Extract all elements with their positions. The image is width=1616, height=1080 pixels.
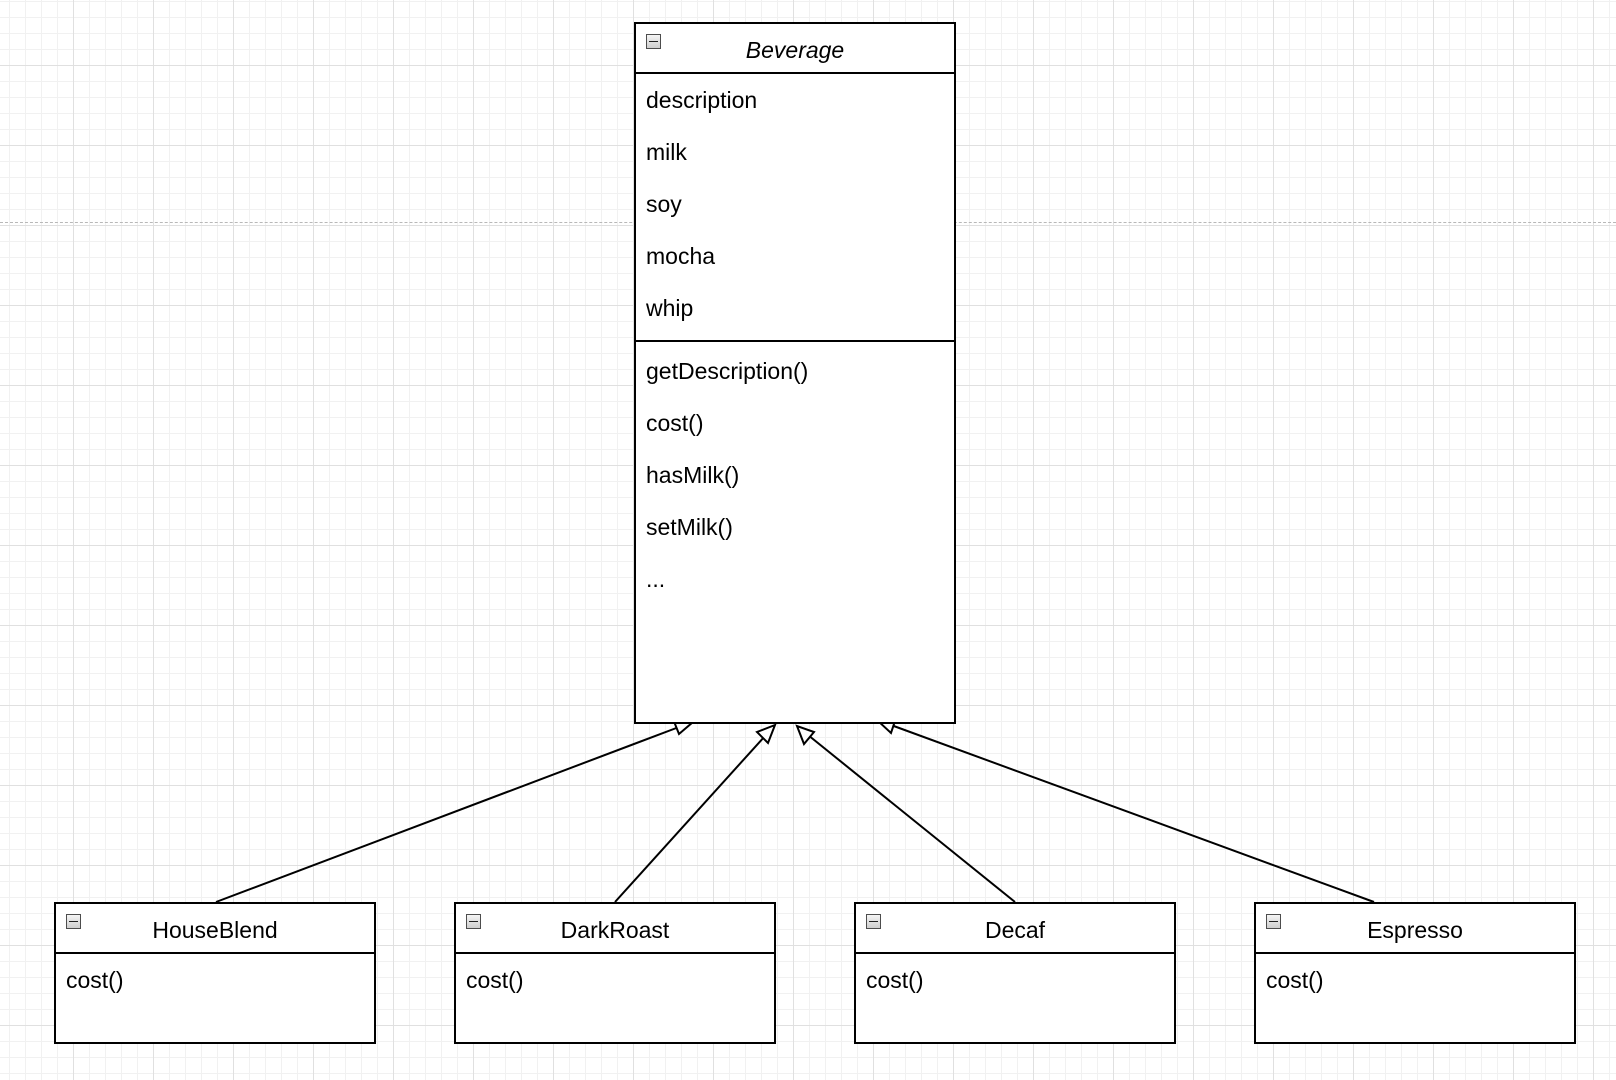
operations-section[interactable]: cost()	[456, 954, 774, 1006]
collapse-icon[interactable]	[866, 914, 881, 929]
operations-section[interactable]: cost()	[1256, 954, 1574, 1006]
operation-ellipsis[interactable]: ...	[646, 566, 666, 592]
espresso-class[interactable]: Espresso cost()	[1254, 902, 1576, 1044]
operations-section[interactable]: cost()	[856, 954, 1174, 1006]
class-name: Decaf	[984, 917, 1046, 943]
operation-cost[interactable]: cost()	[1266, 967, 1324, 993]
decaf-class-header[interactable]: Decaf	[856, 904, 1174, 954]
operations-section[interactable]: getDescription() cost() hasMilk() setMil…	[636, 342, 954, 610]
beverage-class[interactable]: Beverage description milk soy mocha whip…	[634, 22, 956, 724]
houseblend-class-header[interactable]: HouseBlend	[56, 904, 374, 954]
operation-cost[interactable]: cost()	[866, 967, 924, 993]
attribute-soy[interactable]: soy	[646, 191, 682, 217]
operation-setmilk[interactable]: setMilk()	[646, 514, 733, 540]
class-name: HouseBlend	[152, 917, 278, 943]
attributes-section[interactable]: description milk soy mocha whip	[636, 74, 954, 342]
attribute-description[interactable]: description	[646, 87, 758, 113]
class-name: Espresso	[1367, 917, 1463, 943]
class-name: DarkRoast	[560, 917, 670, 943]
operation-cost[interactable]: cost()	[646, 410, 704, 436]
attribute-mocha[interactable]: mocha	[646, 243, 716, 269]
decaf-class[interactable]: Decaf cost()	[854, 902, 1176, 1044]
houseblend-class[interactable]: HouseBlend cost()	[54, 902, 376, 1044]
operations-section[interactable]: cost()	[56, 954, 374, 1006]
collapse-icon[interactable]	[66, 914, 81, 929]
generalization-decaf[interactable]	[795, 724, 1016, 903]
operation-getdescription[interactable]: getDescription()	[646, 358, 809, 384]
darkroast-class[interactable]: DarkRoast cost()	[454, 902, 776, 1044]
attribute-whip[interactable]: whip	[646, 295, 694, 321]
espresso-class-header[interactable]: Espresso	[1256, 904, 1574, 954]
operation-cost[interactable]: cost()	[466, 967, 524, 993]
generalization-espresso[interactable]	[874, 716, 1375, 903]
class-name: Beverage	[745, 37, 845, 63]
operation-hasmilk[interactable]: hasMilk()	[646, 462, 740, 488]
collapse-icon[interactable]	[646, 34, 661, 49]
attribute-milk[interactable]: milk	[646, 139, 687, 165]
generalization-darkroast[interactable]	[614, 723, 777, 903]
collapse-icon[interactable]	[466, 914, 481, 929]
operation-cost[interactable]: cost()	[66, 967, 124, 993]
collapse-icon[interactable]	[1266, 914, 1281, 929]
darkroast-class-header[interactable]: DarkRoast	[456, 904, 774, 954]
generalization-houseblend[interactable]	[215, 717, 696, 903]
beverage-class-header[interactable]: Beverage	[636, 24, 954, 74]
